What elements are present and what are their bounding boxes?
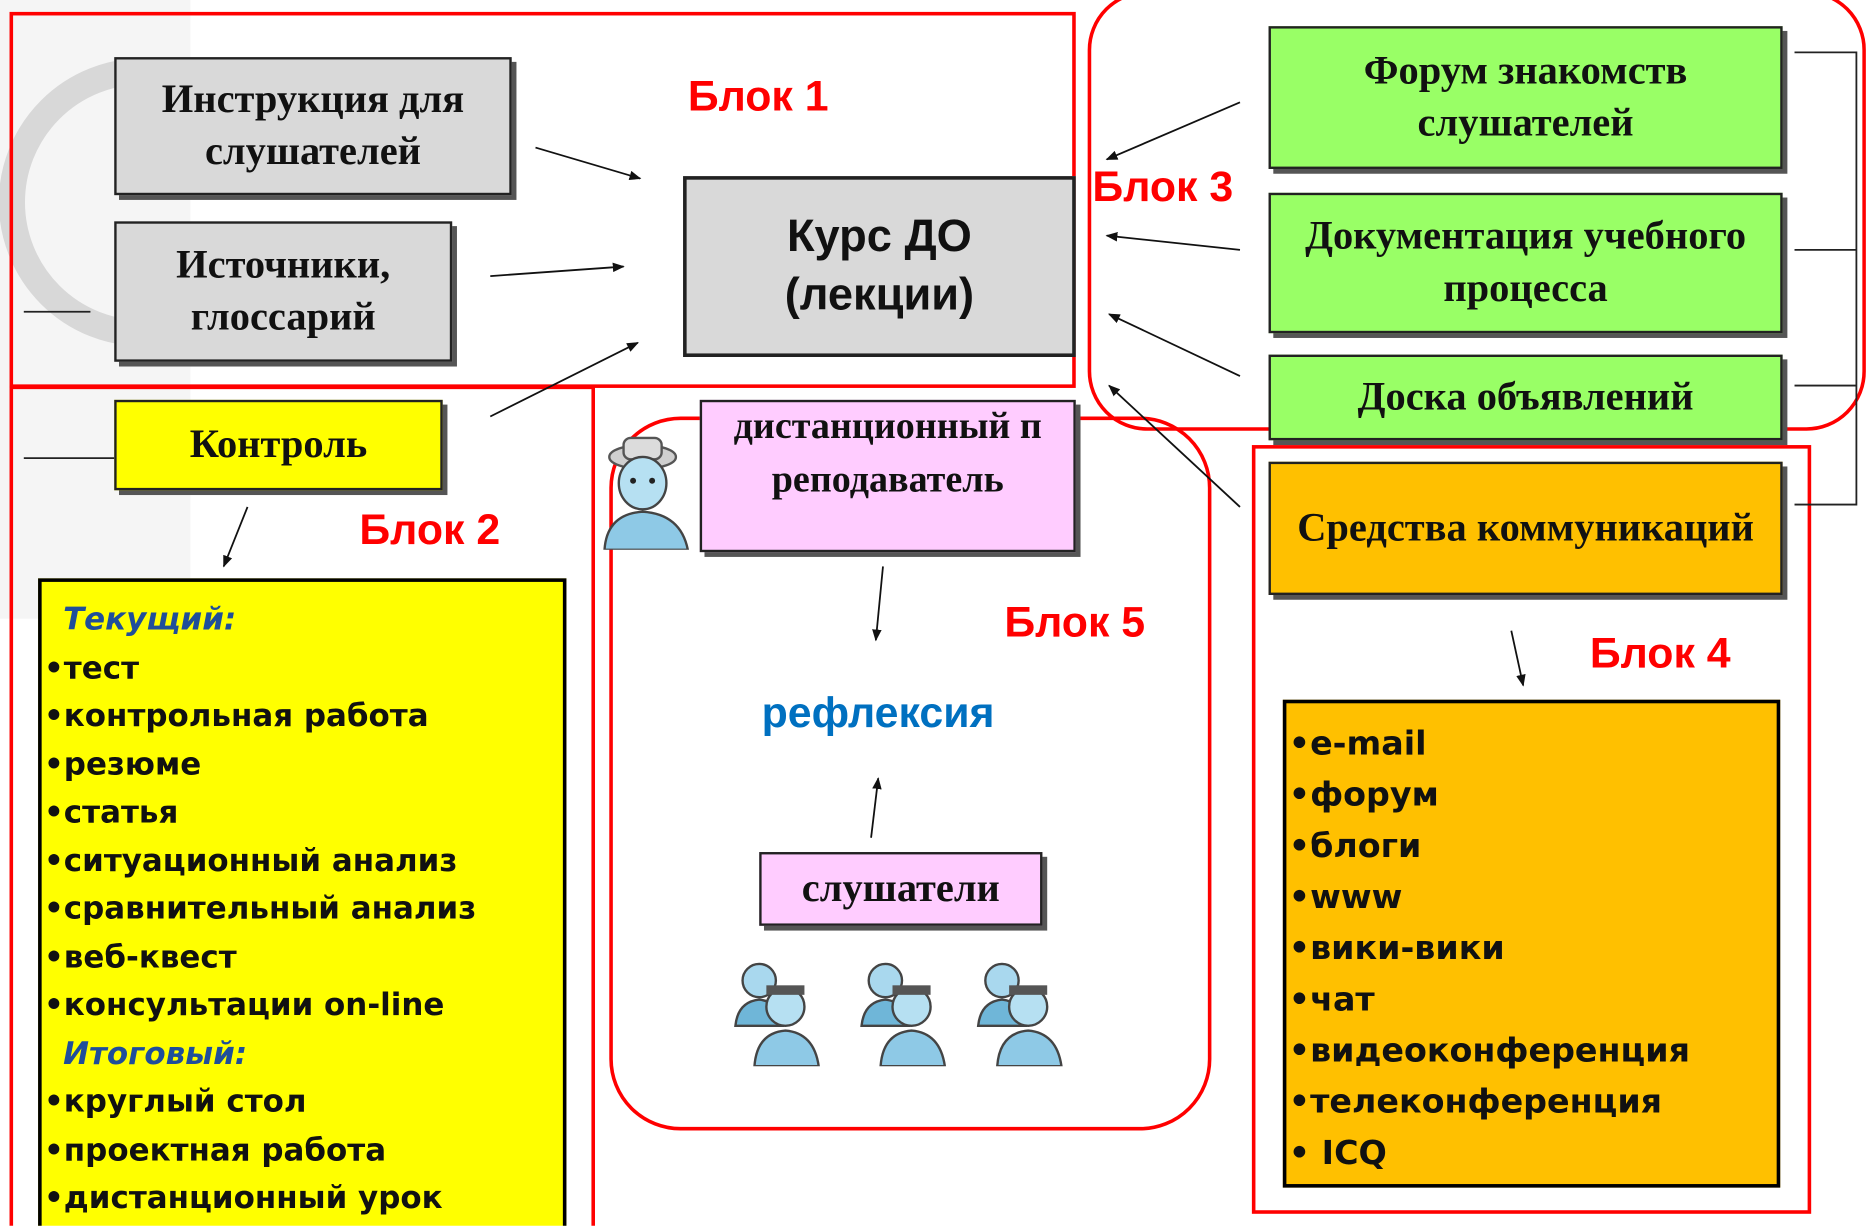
block-5-label: Блок 5 xyxy=(1004,597,1146,647)
control-label: Контроль xyxy=(189,422,368,467)
block-4-label: Блок 4 xyxy=(1589,628,1731,678)
board-box: Доска объявлений xyxy=(1268,354,1783,441)
block-2-outline xyxy=(9,385,595,1226)
control-box: Контроль xyxy=(114,399,443,491)
student-group-icon xyxy=(976,962,1063,1067)
student-group-icon xyxy=(860,962,947,1067)
block-1-label: Блок 1 xyxy=(687,71,829,121)
sources-label: Источники, глоссарий xyxy=(176,242,391,340)
block-4-outline xyxy=(1251,445,1812,1214)
control-item: •статья xyxy=(44,794,179,831)
teacher-person-icon xyxy=(603,436,690,550)
comm-item: • ICQ xyxy=(1288,1132,1387,1173)
control-list-box: Текущий: •тест •контрольная работа •резю… xyxy=(38,578,567,1226)
comm-means-box: Средства коммуникаций xyxy=(1268,461,1783,595)
documentation-box: Документация учебного процесса xyxy=(1268,192,1783,334)
comm-item: •видеоконференция xyxy=(1288,1030,1691,1070)
right-bracket-lines xyxy=(1794,51,1858,506)
course-label: Курс ДО (лекции) xyxy=(784,211,975,321)
reflection-label: рефлексия xyxy=(761,687,995,737)
control-item: •консультации on-line xyxy=(44,987,445,1024)
control-item: •веб-квест xyxy=(44,939,237,976)
students-label: слушатели xyxy=(801,866,1000,911)
instruction-label: Инструкция для слушателей xyxy=(161,77,465,174)
comm-item: •форум xyxy=(1288,774,1439,814)
comm-item: •чат xyxy=(1288,979,1375,1019)
teacher-label: дистанционный преподаватель xyxy=(733,403,1042,500)
instruction-box: Инструкция для слушателей xyxy=(114,57,512,196)
comm-item: •вики-вики xyxy=(1288,928,1505,968)
control-item: •сравнительный анализ xyxy=(44,891,477,928)
forum-intro-box: Форум знакомств слушателей xyxy=(1268,26,1783,169)
comm-item: •www xyxy=(1288,877,1403,917)
board-label: Доска объявлений xyxy=(1357,374,1694,419)
control-item: •круглый стол xyxy=(44,1084,307,1120)
control-item: •контрольная работа xyxy=(44,698,429,735)
comm-item: •блоги xyxy=(1288,825,1422,866)
comm-means-label: Средства коммуникаций xyxy=(1297,505,1754,550)
block-2-label: Блок 2 xyxy=(359,504,501,554)
documentation-label: Документация учебного процесса xyxy=(1305,213,1747,311)
comm-list-box: •e-mail •форум •блоги •www •вики-вики •ч… xyxy=(1282,699,1781,1188)
student-group-icon xyxy=(734,962,820,1067)
course-box: Курс ДО (лекции) xyxy=(683,176,1076,358)
block-3-label: Блок 3 xyxy=(1092,161,1234,211)
forum-intro-label: Форум знакомств слушателей xyxy=(1363,48,1688,146)
left-connector-lines xyxy=(23,310,115,460)
control-item: •тест xyxy=(44,650,140,687)
control-item: •ситуационный анализ xyxy=(44,843,458,879)
control-item: •проектная работа xyxy=(44,1132,387,1168)
control-item: •дистанционный урок xyxy=(44,1180,443,1217)
control-item: •резюме xyxy=(44,746,202,783)
comm-item: •e-mail xyxy=(1288,723,1427,763)
students-box: слушатели xyxy=(759,852,1043,926)
teacher-box: дистанционный преподаватель xyxy=(699,399,1076,553)
comm-item: •телеконференция xyxy=(1288,1081,1663,1121)
final-control-header: Итоговый: xyxy=(63,1035,248,1072)
sources-box: Источники, глоссарий xyxy=(114,221,453,362)
current-control-header: Текущий: xyxy=(63,602,237,638)
